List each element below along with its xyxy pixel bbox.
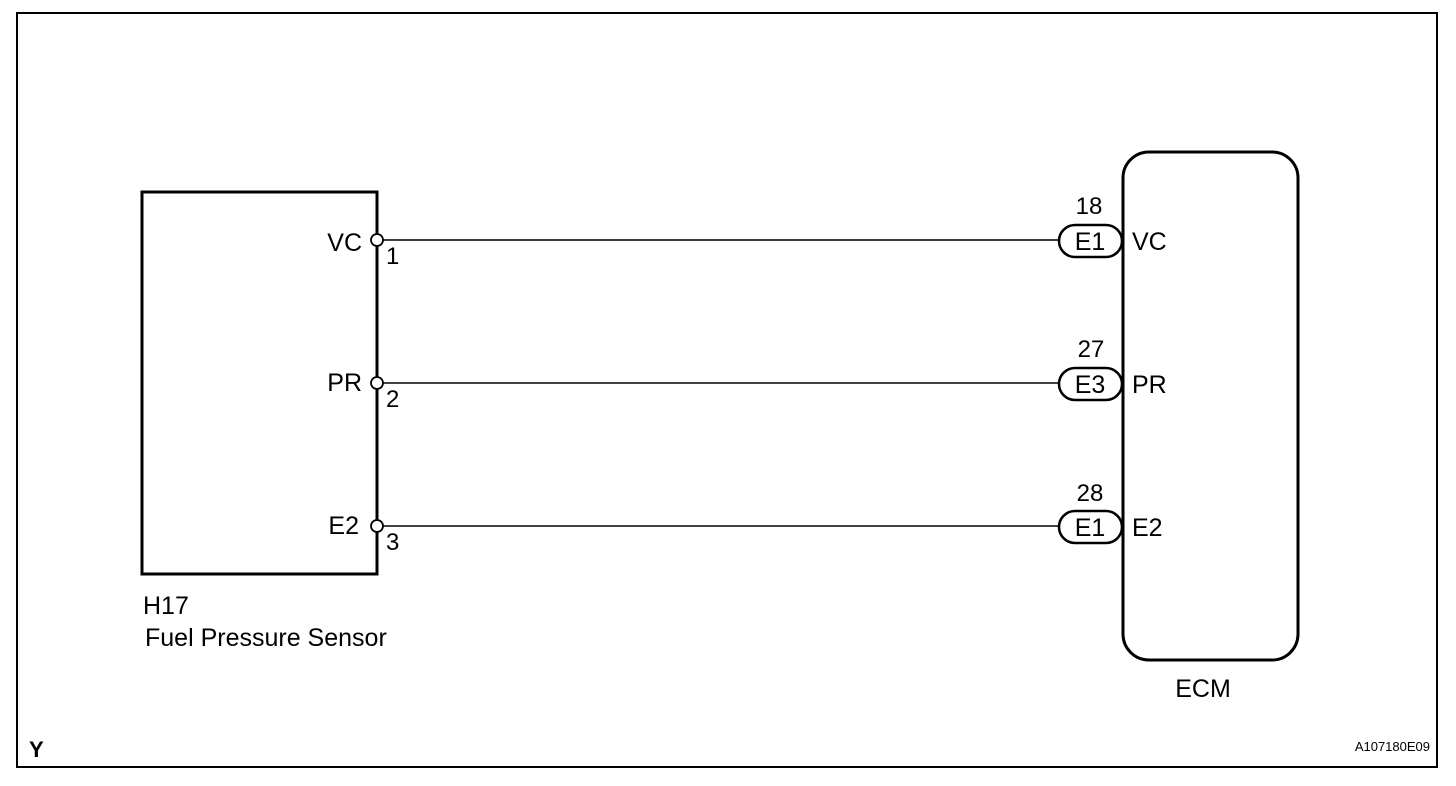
ecm-connector-pill [1057, 509, 1124, 545]
ecm-terminal-label: VC [1132, 228, 1167, 256]
ecm-name: ECM [1175, 675, 1231, 703]
ecm-connector-pill [1057, 366, 1124, 402]
sensor-connector-code: H17 [143, 592, 189, 620]
ecm-terminal-label: E2 [1132, 514, 1163, 542]
figure-code: A107180E09 [1355, 739, 1430, 754]
ecm-connector-pill [1057, 223, 1124, 259]
sensor-pin-number: 1 [386, 243, 399, 270]
ecm-connector-id: E3 [1075, 371, 1106, 399]
ecm-box [1121, 150, 1300, 662]
sensor-name: Fuel Pressure Sensor [145, 624, 387, 652]
ecm-terminal-label: PR [1132, 371, 1167, 399]
sensor-pin-number: 3 [386, 529, 399, 556]
sensor-pin-label: VC [327, 229, 362, 257]
terminal-circle [370, 233, 384, 247]
ecm-terminal-number: 28 [1077, 480, 1104, 507]
terminal-circle [370, 519, 384, 533]
ecm-terminal-number: 27 [1078, 336, 1105, 363]
diagram-frame [16, 12, 1438, 768]
terminal-circle [370, 376, 384, 390]
ecm-terminal-number: 18 [1076, 193, 1103, 220]
sensor-pin-label: E2 [328, 512, 359, 540]
ecm-connector-id: E1 [1075, 514, 1106, 542]
sensor-pin-number: 2 [386, 386, 399, 413]
sensor-pin-label: PR [327, 369, 362, 397]
corner-letter: Y [29, 737, 44, 762]
ecm-connector-id: E1 [1075, 228, 1106, 256]
